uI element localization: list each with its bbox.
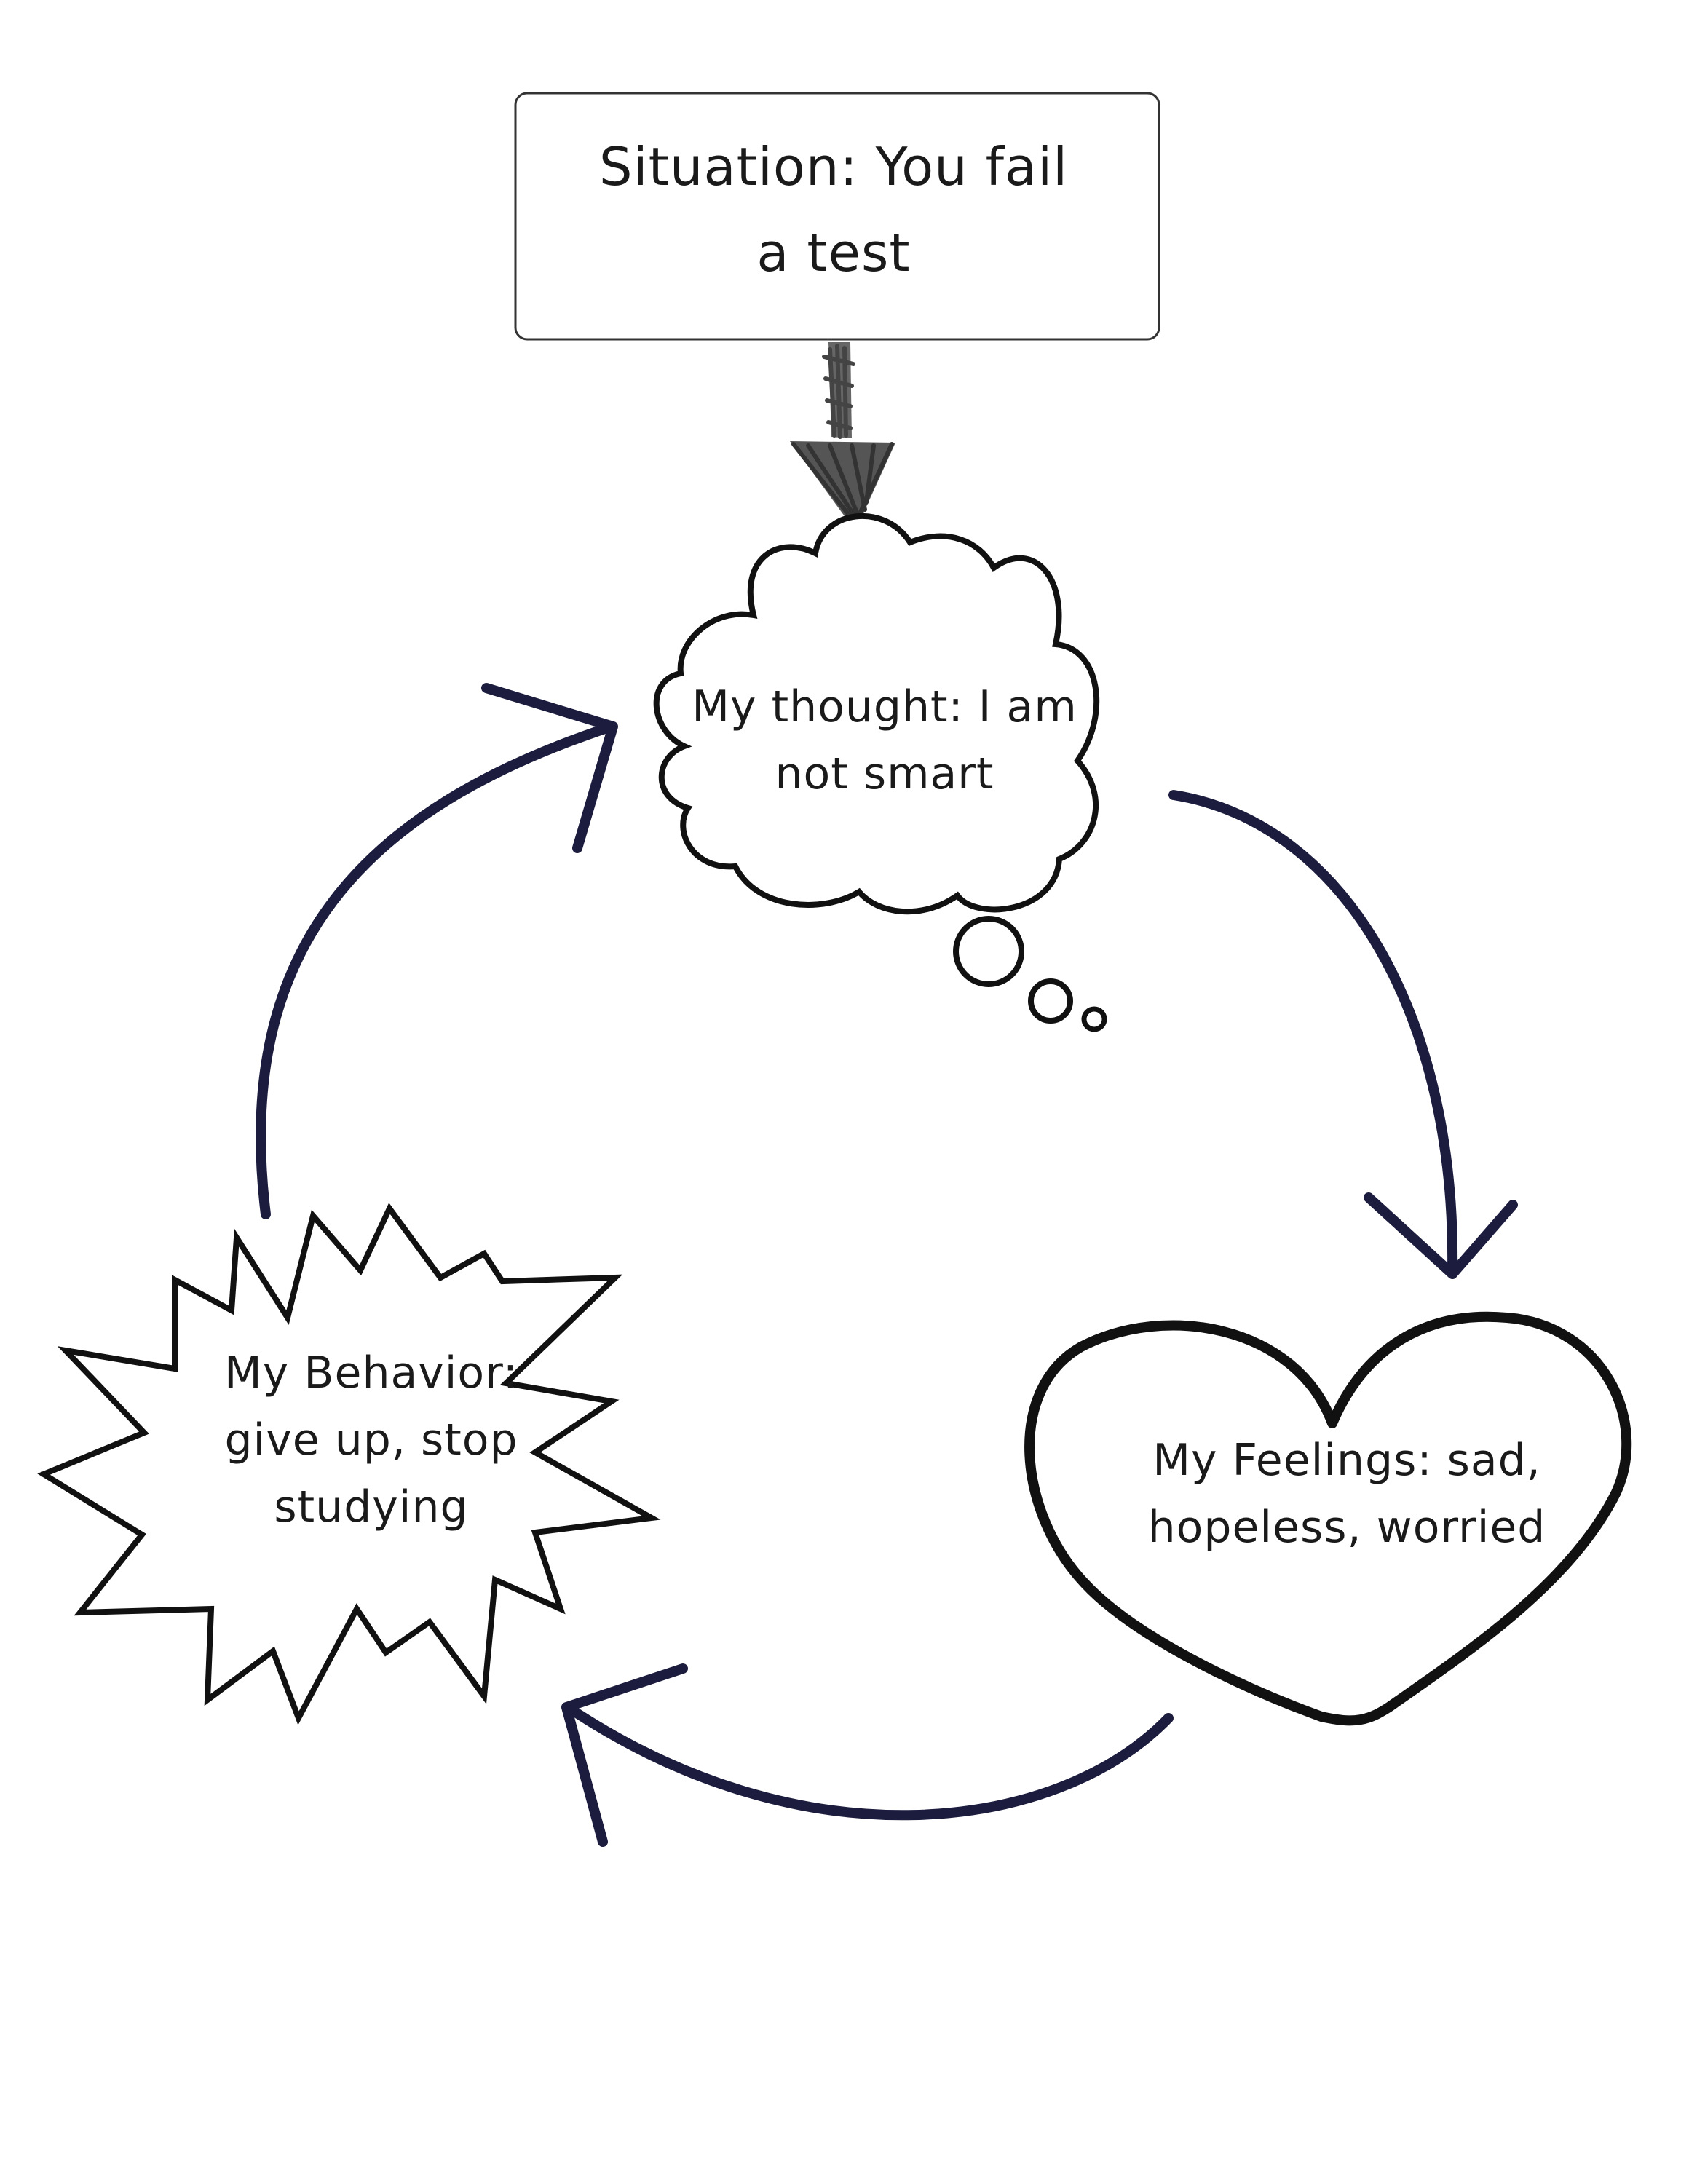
feelings-label-line-1: My Feelings: sad,: [1152, 1435, 1541, 1486]
feelings-label-line-2: hopeless, worried: [1147, 1502, 1546, 1553]
behavior-label-line-3: studying: [274, 1481, 469, 1532]
situation-label-line-1: Situation: You fail: [598, 136, 1069, 197]
feelings-label: My Feelings: sad, hopeless, worried: [1092, 1427, 1602, 1561]
thought-label-line-1: My thought: I am: [692, 681, 1077, 732]
situation-label: Situation: You fail a test: [513, 124, 1154, 296]
thought-cloud: [653, 513, 1100, 915]
thought-bubble-small: [1081, 1006, 1107, 1032]
situation-box: [514, 92, 1160, 341]
feelings-heart: [1024, 1311, 1632, 1726]
situation-label-line-2: a test: [756, 222, 911, 283]
thought-bubble-medium: [1028, 978, 1073, 1024]
behavior-label-line-1: My Behavior:: [224, 1348, 518, 1398]
thought-bubble-large: [953, 916, 1024, 987]
thought-label: My thought: I am not smart: [655, 673, 1114, 807]
behavior-label-line-2: give up, stop: [224, 1415, 518, 1465]
thought-label-line-2: not smart: [775, 748, 994, 799]
thought-to-feelings-arrow: [1168, 790, 1518, 1279]
behavior-label: My Behavior: give up, stop studying: [167, 1340, 575, 1540]
behavior-to-thought-arrow: [256, 683, 618, 1219]
situation-to-thought-arrow: [790, 342, 895, 524]
behavior-starburst: [37, 1203, 661, 1725]
feelings-to-behavior-arrow: [561, 1663, 1174, 1847]
